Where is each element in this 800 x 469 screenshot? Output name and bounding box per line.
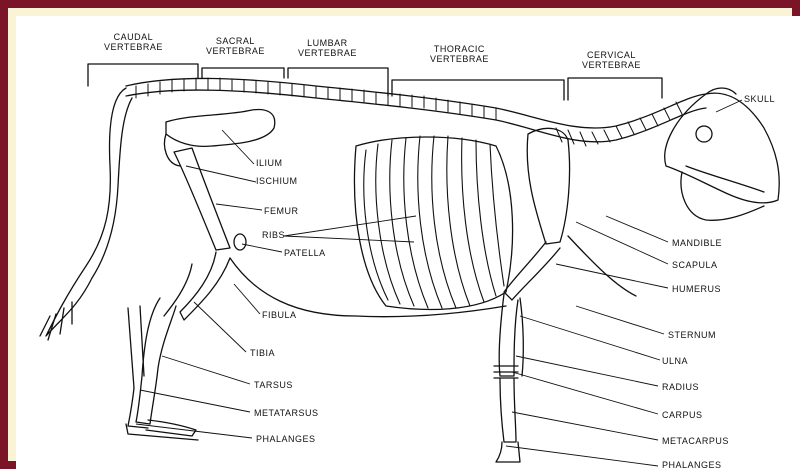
scapula bbox=[527, 128, 569, 244]
label-femur: FEMUR bbox=[264, 206, 299, 216]
label-phalanges-hind: PHALANGES bbox=[256, 434, 316, 444]
vertebrae-brackets bbox=[88, 64, 662, 100]
label-cervical-vertebrae: CERVICAL VERTEBRAE bbox=[582, 50, 641, 70]
label-skull: SKULL bbox=[744, 94, 775, 104]
label-tarsus: TARSUS bbox=[254, 380, 293, 390]
label-metatarsus: METATARSUS bbox=[254, 408, 319, 418]
label-phalanges-fore: PHALANGES bbox=[662, 460, 722, 469]
label-ilium: ILIUM bbox=[256, 158, 283, 168]
label-humerus: HUMERUS bbox=[672, 284, 721, 294]
label-ribs: RIBS bbox=[262, 230, 285, 240]
label-caudal-vertebrae: CAUDAL VERTEBRAE bbox=[104, 32, 163, 52]
label-scapula: SCAPULA bbox=[672, 260, 718, 270]
label-sternum: STERNUM bbox=[668, 330, 716, 340]
label-radius: RADIUS bbox=[662, 382, 699, 392]
diagram-canvas: CAUDAL VERTEBRAE SACRAL VERTEBRAE LUMBAR… bbox=[16, 16, 800, 469]
label-carpus: CARPUS bbox=[662, 410, 703, 420]
label-patella: PATELLA bbox=[284, 248, 326, 258]
hind-leg bbox=[180, 252, 230, 320]
label-metacarpus: METACARPUS bbox=[662, 436, 729, 446]
label-mandible: MANDIBLE bbox=[672, 238, 722, 248]
label-ulna: ULNA bbox=[662, 356, 688, 366]
tail bbox=[46, 88, 132, 336]
femur bbox=[174, 148, 230, 250]
label-sacral-vertebrae: SACRAL VERTEBRAE bbox=[206, 36, 265, 56]
label-thoracic-vertebrae: THORACIC VERTEBRAE bbox=[430, 44, 489, 64]
spine bbox=[126, 78, 706, 128]
label-tibia: TIBIA bbox=[250, 348, 275, 358]
label-ischium: ISCHIUM bbox=[256, 176, 298, 186]
pelvis bbox=[166, 110, 275, 147]
label-lumbar-vertebrae: LUMBAR VERTEBRAE bbox=[298, 38, 357, 58]
label-fibula: FIBULA bbox=[262, 310, 297, 320]
